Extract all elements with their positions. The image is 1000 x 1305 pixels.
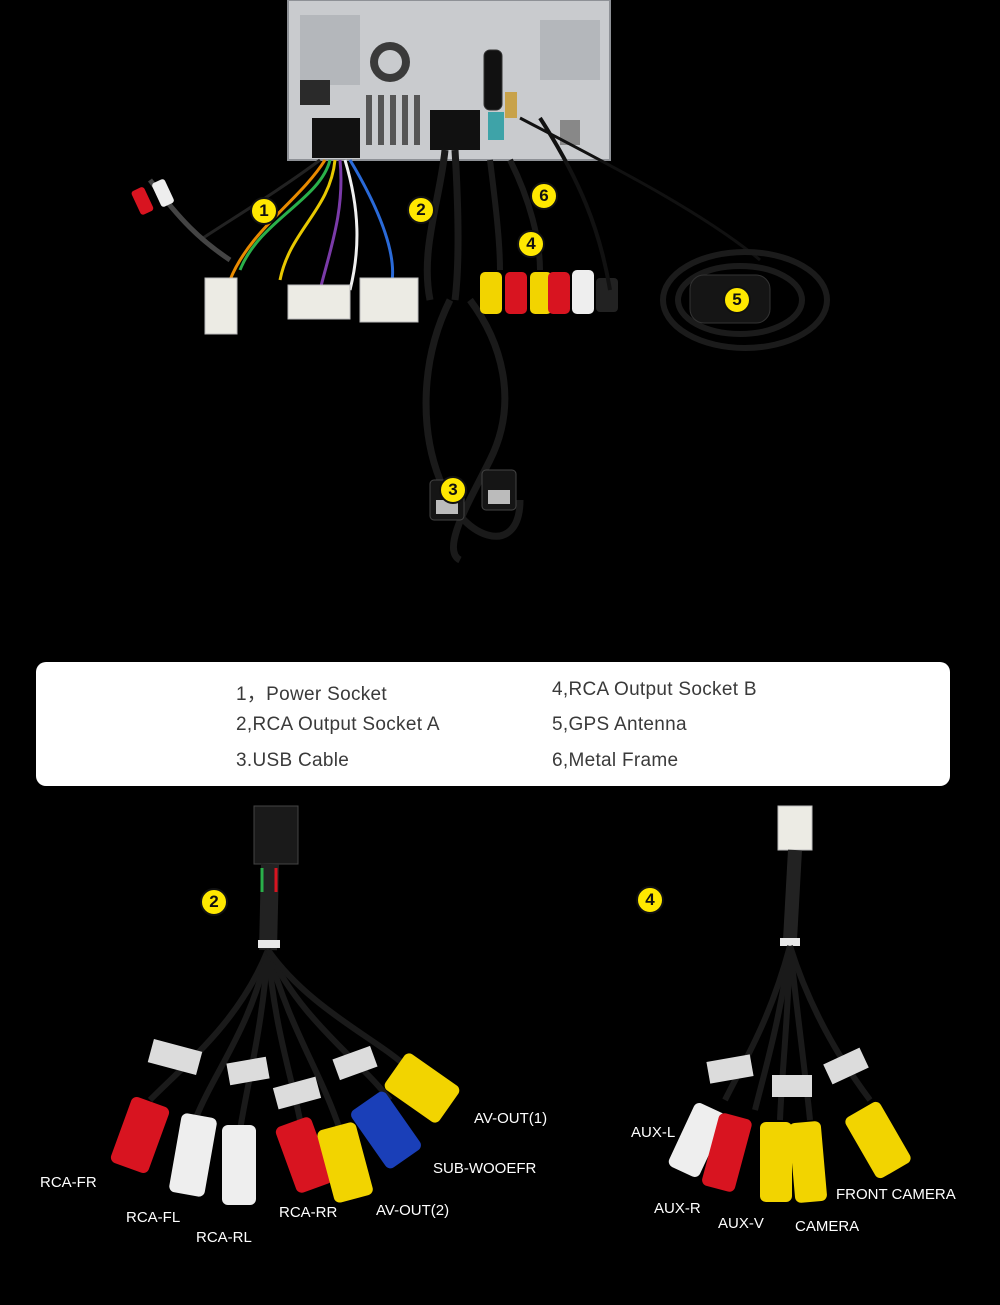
callout-harness-a: 2 <box>200 888 228 916</box>
harness-a-diagram <box>110 805 460 1205</box>
label-rca-fr: RCA-FR <box>40 1174 97 1191</box>
label-av-out-1: AV-OUT(1) <box>474 1110 548 1127</box>
rca-output-cable-a <box>423 149 462 301</box>
wifi-antenna <box>483 49 503 111</box>
av-out-2-plug <box>317 1122 373 1203</box>
usb-cable <box>422 297 524 564</box>
legend-item-rca-output-socket-b: 4,RCA Output Socket B <box>552 679 757 700</box>
rca-fl-plug <box>169 1113 217 1197</box>
legend-item-gps-antenna: 5,GPS Antenna <box>552 714 687 735</box>
legend-card: 1，Power Socket 2,RCA Output Socket A 3.U… <box>36 662 950 786</box>
callout-usb-cable: 3 <box>439 476 467 504</box>
head-unit-wiring-photo <box>131 0 830 564</box>
legend-item-metal-frame: 6,Metal Frame <box>552 750 679 771</box>
aux-r-plug <box>702 1113 752 1192</box>
label-aux-v: AUX-V <box>718 1215 764 1232</box>
label-rca-rl: RCA-RL <box>196 1229 252 1246</box>
harness-b-diagram <box>668 805 911 1203</box>
callout-harness-b: 4 <box>636 886 664 914</box>
av-out-1-plug <box>384 1053 460 1123</box>
harness-a-connector <box>253 805 299 865</box>
gps-gold-connector <box>505 92 517 118</box>
rca-fr-plug <box>110 1096 170 1174</box>
legend-item-rca-output-socket-a: 2,RCA Output Socket A <box>236 714 440 735</box>
label-av-out-2: AV-OUT(2) <box>376 1202 450 1219</box>
callout-gps-antenna: 5 <box>723 286 751 314</box>
harness-b-connector <box>777 805 813 851</box>
power-plug <box>287 284 351 320</box>
label-camera: CAMERA <box>795 1218 860 1235</box>
power-plug <box>204 277 238 335</box>
label-aux-l: AUX-L <box>631 1124 676 1141</box>
callout-rca-output-socket-a: 2 <box>407 196 435 224</box>
legend-item-power-socket: 1，Power Socket <box>236 684 387 705</box>
callout-power-socket: 1 <box>250 197 278 225</box>
power-harness <box>148 158 395 291</box>
label-rca-rr: RCA-RR <box>279 1204 338 1221</box>
metal-frame-cable <box>538 116 612 291</box>
label-rca-fl: RCA-FL <box>126 1209 181 1226</box>
sub-woofer-plug <box>351 1091 421 1169</box>
aux-l-plug <box>668 1103 726 1177</box>
power-plug <box>359 277 419 323</box>
legend-item-usb-cable: 3.USB Cable <box>236 750 350 771</box>
rca-rl-plug <box>222 1125 256 1205</box>
harness-detail-photo <box>110 805 911 1205</box>
label-sub-woofer: SUB-WOOEFR <box>433 1160 537 1177</box>
rca-plug-pair <box>131 179 174 215</box>
front-camera-plug <box>845 1101 911 1179</box>
callout-rca-output-socket-b: 4 <box>517 230 545 258</box>
label-aux-r: AUX-R <box>654 1200 701 1217</box>
aux-v-plug <box>760 1122 792 1202</box>
rca-output-cable-b <box>480 158 618 314</box>
camera-plug <box>789 1121 827 1203</box>
callout-metal-frame: 6 <box>530 182 558 210</box>
rca-rr-plug <box>275 1117 333 1193</box>
label-front-camera: FRONT CAMERA <box>836 1186 956 1203</box>
